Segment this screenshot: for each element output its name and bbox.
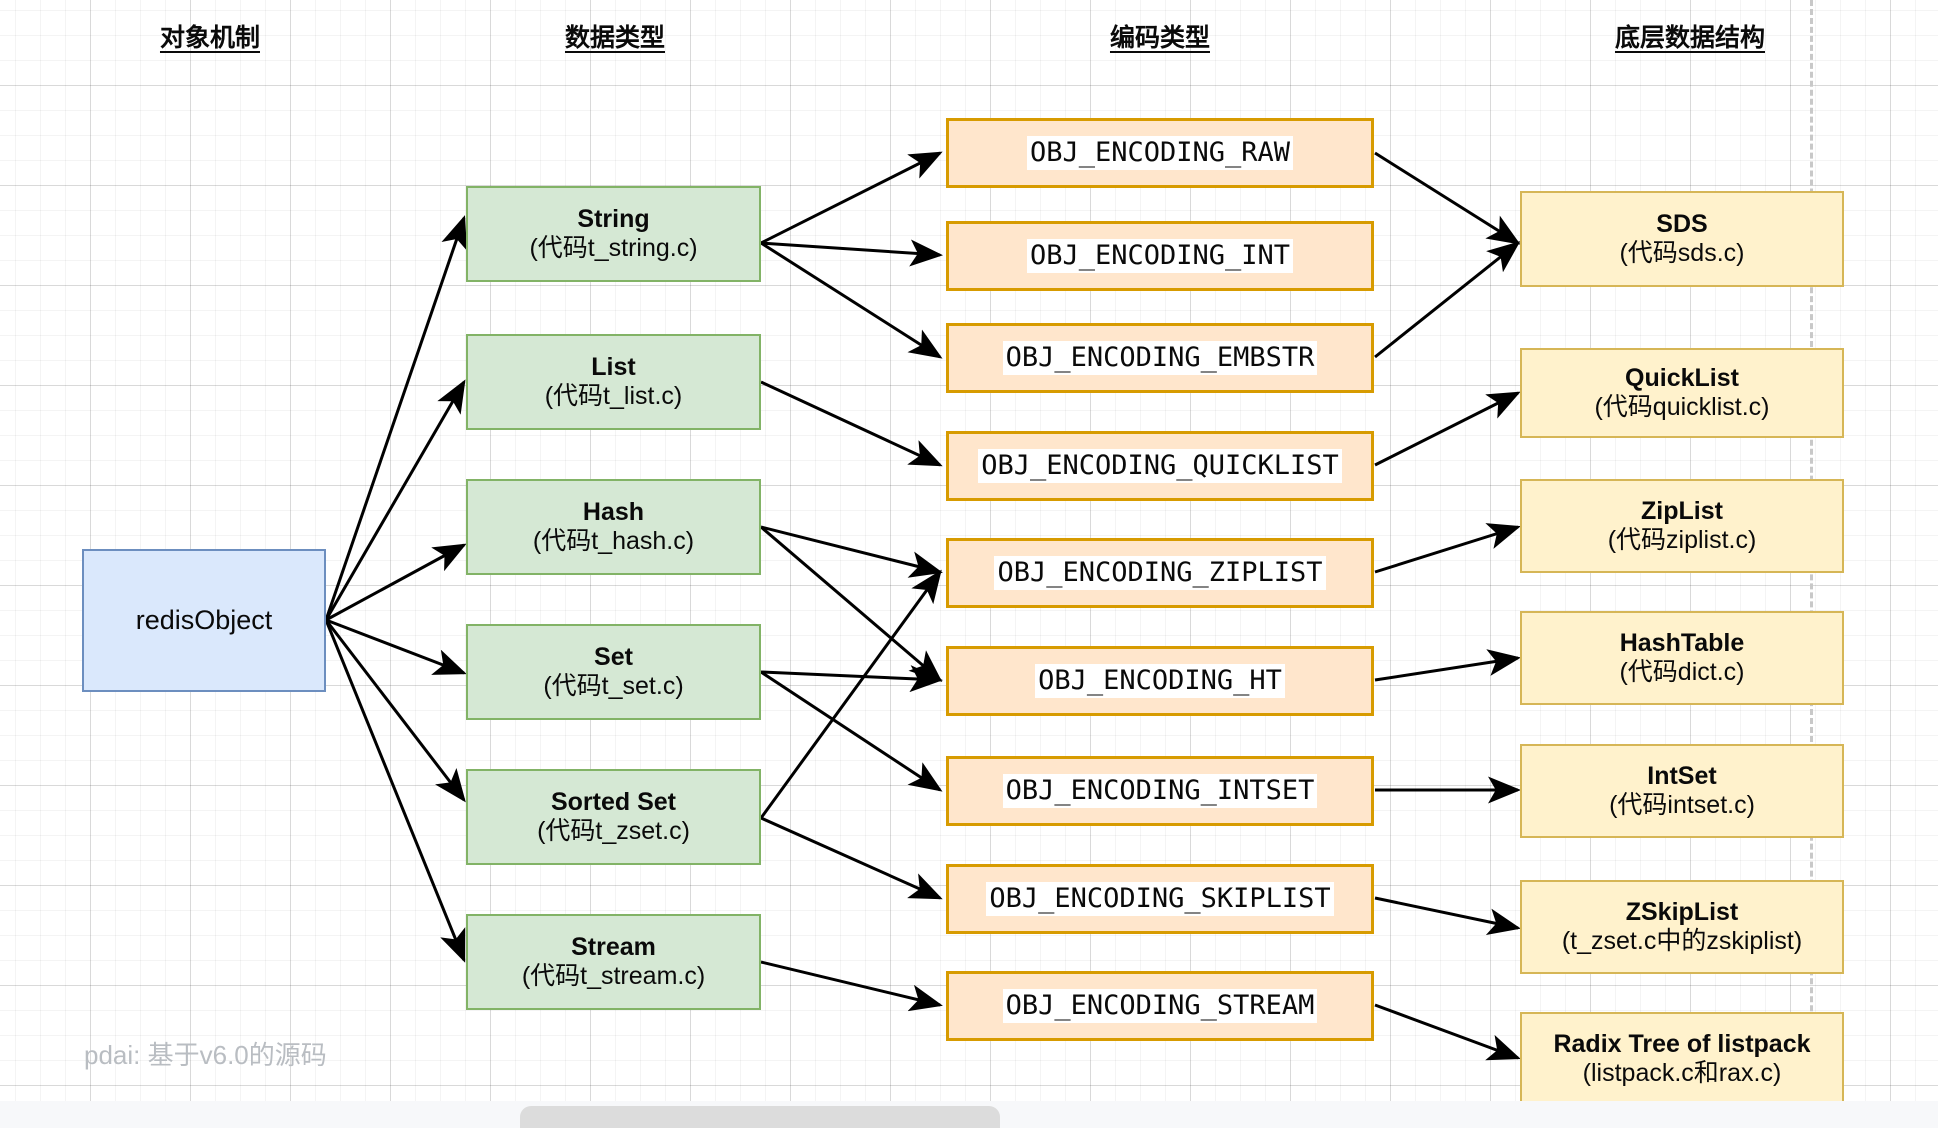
node-encoding-skiplist-label: OBJ_ENCODING_SKIPLIST: [986, 882, 1334, 916]
node-type-sorted-set-title: Sorted Set: [550, 787, 677, 816]
node-structure-hashtable-title: HashTable: [1619, 628, 1745, 657]
node-structure-radix-tree-title: Radix Tree of listpack: [1553, 1029, 1811, 1058]
node-type-list-title: List: [591, 352, 636, 381]
column-header-data-type: 数据类型: [564, 24, 665, 52]
node-type-hash-sub: (代码t_hash.c): [532, 527, 695, 555]
node-structure-hashtable[interactable]: HashTable (代码dict.c): [1520, 611, 1844, 705]
node-type-list-sub: (代码t_list.c): [544, 382, 683, 410]
node-structure-radix-tree-sub: (listpack.c和rax.c): [1582, 1059, 1782, 1087]
node-structure-zskiplist[interactable]: ZSkipList (t_zset.c中的zskiplist): [1520, 880, 1844, 974]
node-encoding-intset-label: OBJ_ENCODING_INTSET: [1002, 774, 1318, 808]
node-encoding-int-label: OBJ_ENCODING_INT: [1026, 239, 1294, 273]
node-encoding-raw[interactable]: OBJ_ENCODING_RAW: [946, 118, 1374, 188]
watermark-credit: pdai: 基于v6.0的源码: [84, 1040, 327, 1070]
column-header-encoding-type: 编码类型: [1109, 24, 1210, 52]
node-type-stream-title: Stream: [571, 932, 656, 961]
node-encoding-ht-label: OBJ_ENCODING_HT: [1035, 664, 1285, 698]
node-structure-quicklist[interactable]: QuickList (代码quicklist.c): [1520, 348, 1844, 438]
node-structure-radix-tree[interactable]: Radix Tree of listpack (listpack.c和rax.c…: [1520, 1012, 1844, 1106]
node-type-string-sub: (代码t_string.c): [529, 234, 698, 262]
node-type-set-title: Set: [594, 642, 633, 671]
node-encoding-ziplist-label: OBJ_ENCODING_ZIPLIST: [994, 556, 1326, 590]
column-header-object-mechanism: 对象机制: [159, 24, 260, 52]
node-structure-intset[interactable]: IntSet (代码intset.c): [1520, 744, 1844, 838]
node-type-stream[interactable]: Stream (代码t_stream.c): [466, 914, 761, 1010]
node-structure-hashtable-sub: (代码dict.c): [1619, 658, 1745, 686]
node-type-stream-sub: (代码t_stream.c): [521, 962, 706, 990]
node-encoding-int[interactable]: OBJ_ENCODING_INT: [946, 221, 1374, 291]
node-encoding-quicklist-label: OBJ_ENCODING_QUICKLIST: [978, 449, 1342, 483]
node-structure-sds-title: SDS: [1656, 209, 1708, 238]
node-encoding-intset[interactable]: OBJ_ENCODING_INTSET: [946, 756, 1374, 826]
node-type-hash-title: Hash: [582, 497, 645, 526]
node-structure-ziplist-title: ZipList: [1641, 496, 1723, 525]
node-structure-ziplist-sub: (代码ziplist.c): [1607, 526, 1757, 554]
node-type-string-title: String: [577, 204, 650, 233]
column-header-underlying-structure: 底层数据结构: [1614, 24, 1765, 52]
node-type-sorted-set[interactable]: Sorted Set (代码t_zset.c): [466, 769, 761, 865]
node-encoding-ht[interactable]: OBJ_ENCODING_HT: [946, 646, 1374, 716]
node-encoding-embstr[interactable]: OBJ_ENCODING_EMBSTR: [946, 323, 1374, 393]
node-type-set-sub: (代码t_set.c): [543, 672, 684, 700]
node-encoding-embstr-label: OBJ_ENCODING_EMBSTR: [1002, 341, 1318, 375]
node-structure-quicklist-title: QuickList: [1625, 363, 1739, 392]
node-structure-ziplist[interactable]: ZipList (代码ziplist.c): [1520, 479, 1844, 573]
node-encoding-ziplist[interactable]: OBJ_ENCODING_ZIPLIST: [946, 538, 1374, 608]
node-encoding-quicklist[interactable]: OBJ_ENCODING_QUICKLIST: [946, 431, 1374, 501]
node-redis-object[interactable]: redisObject: [82, 549, 326, 692]
node-structure-quicklist-sub: (代码quicklist.c): [1594, 393, 1770, 421]
node-encoding-skiplist[interactable]: OBJ_ENCODING_SKIPLIST: [946, 864, 1374, 934]
bottom-toolbar-pill[interactable]: [520, 1106, 1000, 1128]
node-structure-intset-title: IntSet: [1647, 761, 1717, 790]
node-type-string[interactable]: String (代码t_string.c): [466, 186, 761, 282]
node-type-list[interactable]: List (代码t_list.c): [466, 334, 761, 430]
node-encoding-raw-label: OBJ_ENCODING_RAW: [1026, 136, 1294, 170]
node-encoding-stream[interactable]: OBJ_ENCODING_STREAM: [946, 971, 1374, 1041]
node-redis-object-title: redisObject: [135, 604, 273, 635]
node-structure-zskiplist-title: ZSkipList: [1625, 897, 1739, 926]
node-structure-sds-sub: (代码sds.c): [1619, 239, 1745, 267]
node-type-sorted-set-sub: (代码t_zset.c): [537, 817, 690, 845]
node-structure-intset-sub: (代码intset.c): [1609, 791, 1755, 819]
node-structure-sds[interactable]: SDS (代码sds.c): [1520, 191, 1844, 287]
node-type-hash[interactable]: Hash (代码t_hash.c): [466, 479, 761, 575]
node-type-set[interactable]: Set (代码t_set.c): [466, 624, 761, 720]
node-structure-zskiplist-sub: (t_zset.c中的zskiplist): [1561, 927, 1803, 955]
node-encoding-stream-label: OBJ_ENCODING_STREAM: [1002, 989, 1318, 1023]
